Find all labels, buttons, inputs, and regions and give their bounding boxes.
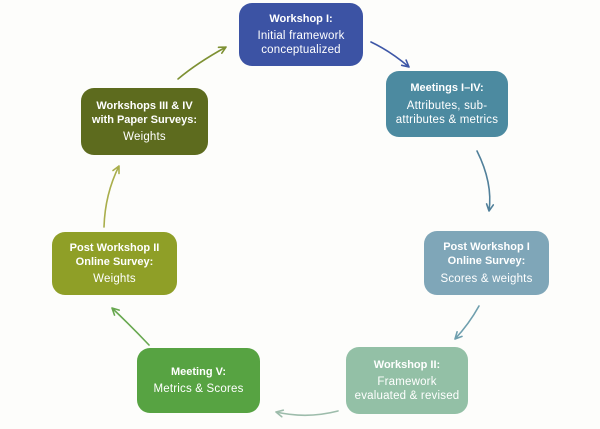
box-post-workshop-2-title: Post Workshop II Online Survey: [69, 241, 160, 268]
box-workshop-2: Workshop II: Framework evaluated & revis… [346, 347, 468, 414]
box-meeting-5-title: Meeting V: [170, 365, 226, 378]
arrow-workshop1-to-meetings1to4 [370, 41, 410, 68]
arrow-workshop2-to-meeting5 [275, 409, 339, 418]
box-workshops-3-4: Workshops III & IV with Paper Surveys: W… [81, 88, 208, 155]
box-workshop-1: Workshop I: Initial framework conceptual… [239, 3, 363, 66]
box-meeting-5: Meeting V: Metrics & Scores [137, 348, 260, 413]
box-workshops-3-4-body: Weights [123, 131, 166, 144]
box-post-workshop-2-body: Weights [93, 273, 136, 286]
box-meeting-5-body: Metrics & Scores [153, 383, 244, 396]
arrow-meetings1to4-to-postWorkshop1 [476, 150, 495, 212]
box-workshop-1-title: Workshop I: [269, 12, 333, 25]
box-post-workshop-1-body: Scores & weights [440, 272, 533, 285]
box-meetings-1-4: Meetings I–IV: Attributes, sub- attribut… [386, 71, 508, 137]
box-post-workshop-1: Post Workshop I Online Survey: Scores & … [424, 231, 549, 295]
box-workshops-3-4-title: Workshops III & IV with Paper Surveys: [91, 99, 198, 126]
arrow-postWorkshop1-to-workshop2 [454, 305, 480, 340]
arrow-postWorkshop2-to-workshops3and4 [103, 165, 120, 228]
box-workshop-1-body: Initial framework conceptualized [257, 30, 345, 57]
box-post-workshop-2: Post Workshop II Online Survey: Weights [52, 232, 177, 295]
arrow-workshops3and4-to-workshop1 [177, 46, 227, 80]
box-workshop-2-title: Workshop II: [373, 358, 441, 371]
box-meetings-1-4-body: Attributes, sub- attributes & metrics [395, 99, 499, 126]
arrow-meeting5-to-postWorkshop2 [111, 307, 150, 346]
box-post-workshop-1-title: Post Workshop I Online Survey: [443, 241, 530, 268]
box-meetings-1-4-title: Meetings I–IV: [410, 82, 484, 95]
box-workshop-2-body: Framework evaluated & revised [354, 376, 460, 403]
